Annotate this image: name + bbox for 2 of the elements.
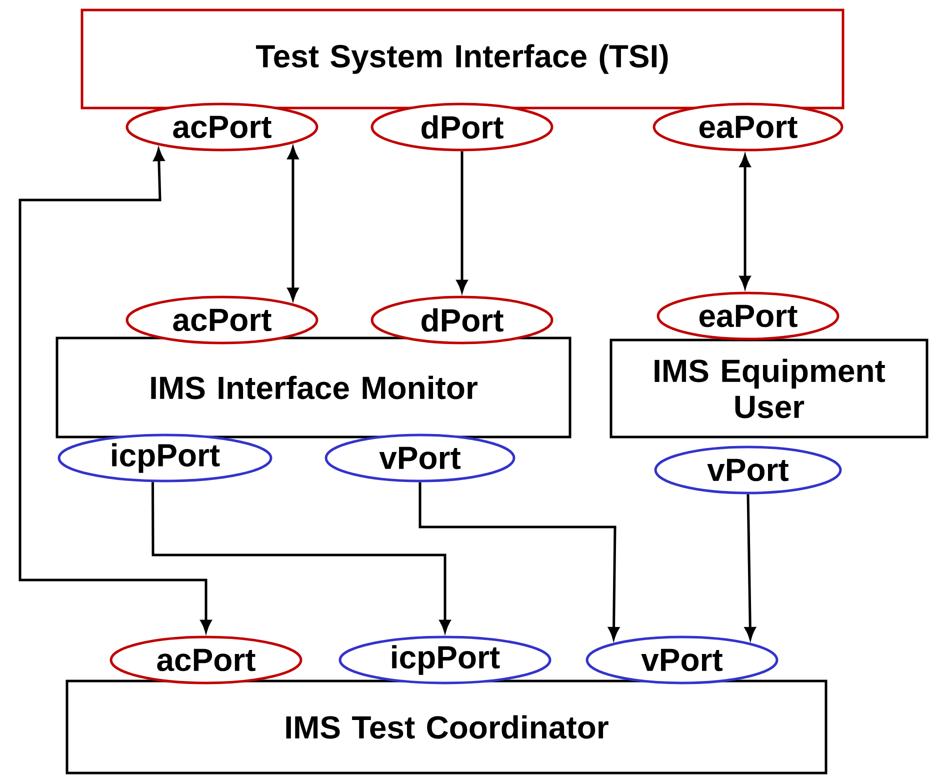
component-box: IMS Equipment User bbox=[610, 338, 928, 438]
arrow bbox=[287, 146, 298, 300]
